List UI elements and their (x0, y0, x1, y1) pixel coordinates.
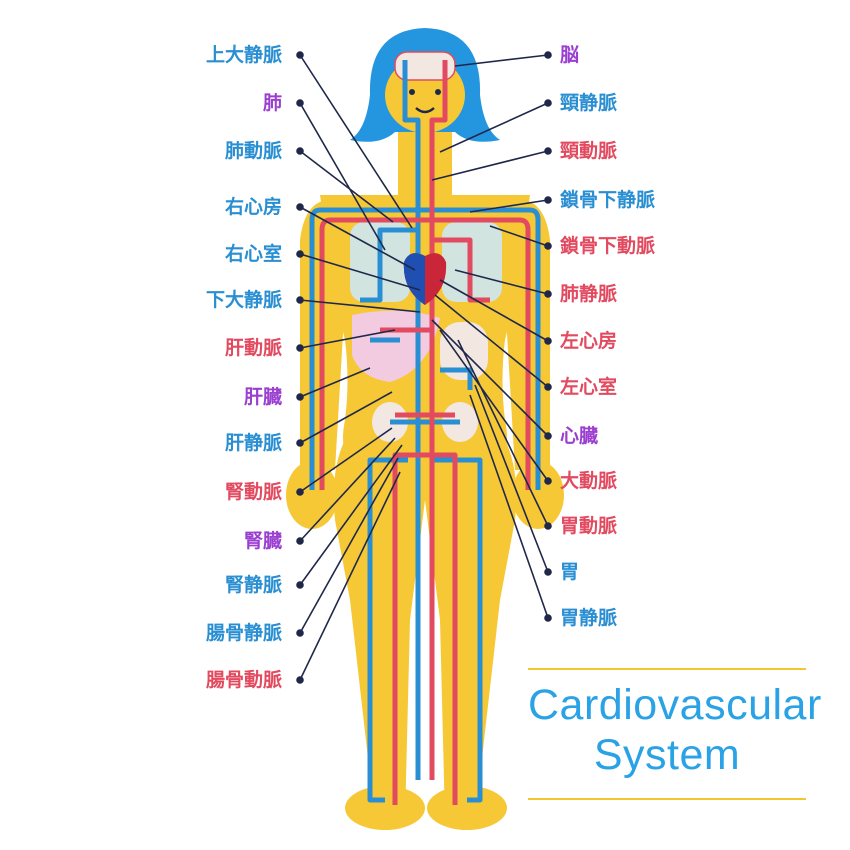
leader-dot (544, 568, 552, 576)
label-right: 鎖骨下動脈 (560, 235, 656, 257)
leader-dot (544, 477, 552, 485)
leader-dot (296, 203, 304, 211)
leader-dot (544, 147, 552, 155)
leader-line (299, 206, 416, 271)
leader-line (454, 54, 549, 67)
label-left: 腎臓 (243, 530, 282, 552)
leader-dot (296, 537, 304, 545)
title-line-2: System (593, 731, 741, 779)
label-right: 胃静脈 (560, 607, 618, 629)
leader-dot (296, 99, 304, 107)
leader-line (299, 329, 396, 349)
label-left: 肝動脈 (224, 337, 282, 359)
leader-dot (296, 439, 304, 447)
leader-dot (296, 344, 304, 352)
label-right: 心臓 (560, 425, 599, 447)
leader-dot (296, 147, 304, 155)
leader-dot (296, 51, 304, 59)
leader-line (431, 150, 549, 181)
label-right: 左心室 (560, 376, 618, 398)
leader-lines (296, 51, 552, 684)
leader-dot (544, 242, 552, 250)
leader-dot (544, 337, 552, 345)
leader-dot (544, 383, 552, 391)
label-left: 右心室 (224, 243, 282, 265)
leader-line (299, 391, 393, 444)
label-right: 頸静脈 (560, 92, 618, 114)
leader-line (439, 329, 549, 482)
leader-line (434, 294, 549, 388)
leader-dot (544, 522, 552, 530)
leader-line (299, 367, 371, 398)
leader-line (299, 54, 413, 229)
leader-line (299, 457, 399, 634)
label-right: 胃動脈 (560, 515, 618, 537)
leader-dot (296, 296, 304, 304)
label-right: 鎖骨下静脈 (560, 189, 656, 211)
label-left: 腎静脈 (224, 574, 282, 596)
label-left: 肝静脈 (224, 432, 282, 454)
leader-dot (296, 488, 304, 496)
leader-line (474, 384, 549, 573)
leader-line (299, 471, 401, 681)
label-left: 腸骨動脈 (205, 669, 282, 691)
leader-line (299, 427, 393, 493)
label-right: 大動脈 (560, 470, 618, 492)
leader-line (299, 150, 394, 223)
leader-line (439, 102, 549, 153)
leader-line (299, 299, 421, 313)
leader-dot (544, 432, 552, 440)
leader-dot (544, 290, 552, 298)
leader-line (431, 319, 549, 437)
label-right: 左心房 (560, 330, 618, 352)
title-box: Cardiovascular System (528, 668, 822, 800)
leader-line (469, 199, 549, 213)
label-left: 肝臓 (243, 386, 282, 408)
leader-dot (544, 99, 552, 107)
leader-dot (544, 196, 552, 204)
leader-dot (544, 614, 552, 622)
eye-left (409, 89, 415, 95)
label-right: 頸動脈 (560, 140, 618, 162)
label-left: 右心房 (224, 196, 282, 218)
leader-dot (296, 250, 304, 258)
label-left: 腎動脈 (224, 481, 282, 503)
label-left: 肺動脈 (224, 140, 282, 162)
label-left: 上大静脈 (205, 44, 282, 66)
leader-line (457, 339, 549, 527)
leader-line (454, 269, 549, 295)
leader-line (299, 437, 396, 542)
leader-line (489, 225, 549, 247)
leader-line (299, 253, 421, 291)
leader-dot (296, 676, 304, 684)
leader-dot (296, 581, 304, 589)
leader-line (299, 444, 403, 586)
label-left: 腸骨静脈 (205, 622, 282, 644)
label-right: 肺静脈 (560, 283, 618, 305)
leader-line (439, 279, 549, 342)
eye-right (435, 89, 441, 95)
label-left: 肺 (262, 92, 282, 114)
title-line-1: Cardiovascular (528, 681, 822, 729)
leader-dot (544, 51, 552, 59)
label-left: 下大静脈 (205, 289, 282, 311)
leader-dot (296, 629, 304, 637)
mouth (415, 107, 435, 114)
label-right: 脳 (560, 44, 580, 66)
leader-line (299, 102, 386, 251)
leader-dot (296, 393, 304, 401)
leader-line (469, 394, 549, 619)
label-right: 胃 (560, 561, 580, 583)
